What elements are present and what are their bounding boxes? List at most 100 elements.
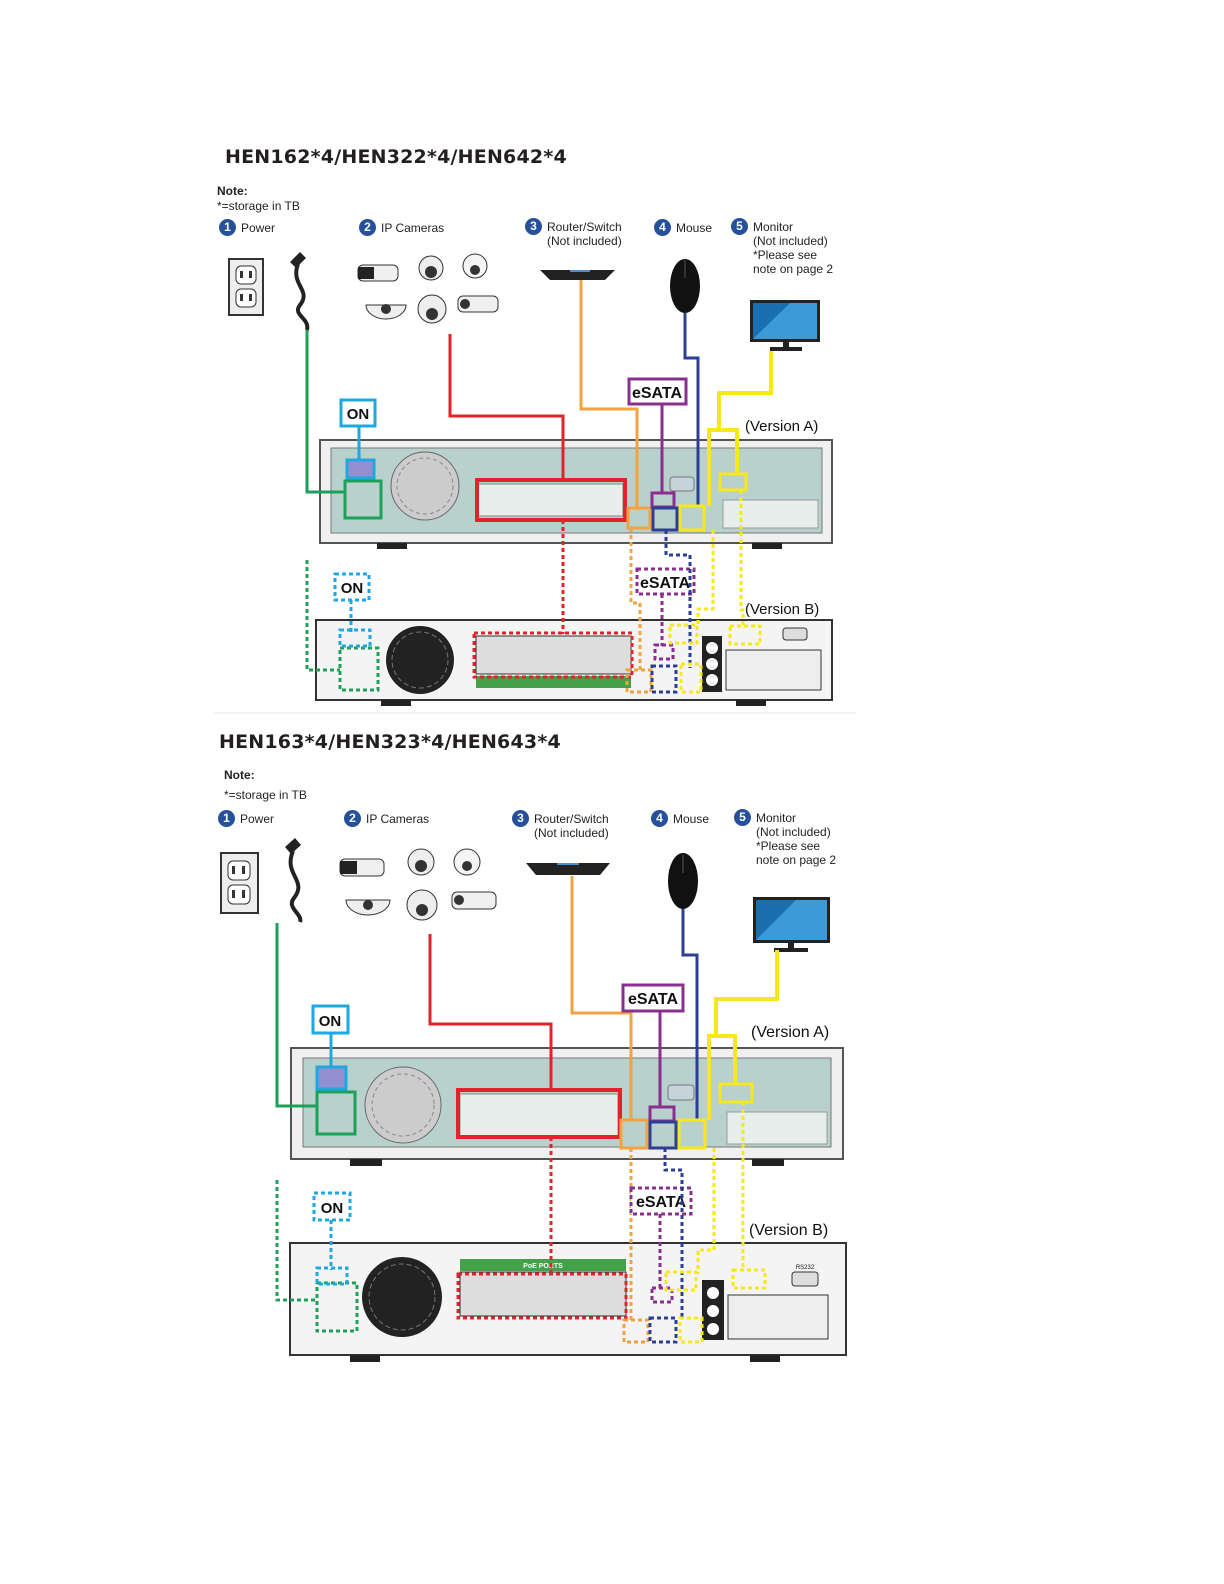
number-badge: 1 xyxy=(219,219,236,236)
monitor-cable-hdmi xyxy=(707,1034,716,1120)
item-ip-cameras: 2 IP Cameras xyxy=(344,810,429,827)
esata-label: eSATA xyxy=(628,991,679,1008)
monitor-icon xyxy=(753,897,830,952)
item-sublabel: *Please see xyxy=(753,248,818,262)
number-badge: 4 xyxy=(654,219,671,236)
on-switch-b xyxy=(315,1266,349,1286)
item-label: Monitor xyxy=(753,220,794,234)
on-label-b: ON xyxy=(321,1200,344,1217)
item-sublabel: (Not included) xyxy=(753,234,828,248)
item-sublabel: *Please see xyxy=(756,839,821,853)
on-label-box-b xyxy=(312,1191,352,1222)
esata-label-box-b xyxy=(635,567,696,596)
number-badge: 3 xyxy=(525,218,542,235)
on-switch-a xyxy=(345,458,376,480)
mouse-icon xyxy=(670,259,700,313)
vga-port-a xyxy=(718,472,748,492)
power-cable xyxy=(305,330,345,494)
power-cord-icon xyxy=(285,838,303,923)
router-port-a xyxy=(626,506,652,530)
item-label: Power xyxy=(240,812,275,826)
camera-ports-b xyxy=(456,1272,628,1320)
router-port-b xyxy=(622,1318,650,1344)
monitor-cable-vga xyxy=(716,1034,737,1085)
on-switch-b xyxy=(338,628,372,648)
version-a-label: (Version A) xyxy=(751,1024,829,1041)
note-text: *=storage in TB xyxy=(224,788,307,802)
item-label: Monitor xyxy=(756,811,797,825)
item-label: Router/Switch xyxy=(534,812,609,826)
router-cable-b xyxy=(629,528,642,670)
item-router-switch: 3 Router/Switch(Not included) xyxy=(525,218,622,248)
page-title: HEN162*4/HEN322*4/HEN642*4 xyxy=(225,146,567,168)
power-port-b xyxy=(338,646,380,692)
number-badge: 3 xyxy=(512,810,529,827)
usb-ports-b xyxy=(648,1316,678,1344)
item-sublabel: note on page 2 xyxy=(756,853,837,867)
power-port-a xyxy=(343,479,383,520)
nvr-version-a xyxy=(290,1047,844,1166)
item-sublabel: (Not included) xyxy=(547,234,622,248)
item-sublabel: note on page 2 xyxy=(753,262,834,276)
monitor-cable-hdmi xyxy=(707,428,719,506)
vga-port-b2 xyxy=(731,1268,767,1290)
on-label: ON xyxy=(319,1013,342,1030)
monitor-cable xyxy=(714,950,779,1036)
version-b-label: (Version B) xyxy=(745,601,819,618)
mouse-cable xyxy=(681,909,699,1120)
mouse-cable xyxy=(683,313,700,506)
mouse-cable-b xyxy=(663,1148,684,1318)
number-badge: 5 xyxy=(731,218,748,235)
nvr-version-b xyxy=(315,619,833,706)
esata-label: eSATA xyxy=(632,385,683,402)
monitor-icon xyxy=(750,300,820,351)
on-label-box xyxy=(339,398,377,428)
monitor-cable-vga xyxy=(719,428,739,474)
hdmi-ports-a xyxy=(678,504,706,532)
hdmi-ports-a xyxy=(677,1118,707,1150)
usb-ports-a xyxy=(648,1120,678,1150)
camera-cable xyxy=(448,334,565,480)
version-b-label: (Version B) xyxy=(749,1222,828,1239)
esata-port-b xyxy=(653,643,675,661)
nvr-version-b: PoE PORTS RS232 xyxy=(289,1242,847,1362)
monitor-cable xyxy=(717,351,773,430)
power-cable-b xyxy=(275,1180,317,1302)
esata-label-box xyxy=(627,377,688,406)
camera-ports-b xyxy=(472,631,634,679)
poe-label: PoE PORTS xyxy=(523,1263,563,1270)
item-label: IP Cameras xyxy=(381,221,445,235)
monitor-cable-b1 xyxy=(696,530,715,625)
camera-ports-a xyxy=(456,1088,622,1139)
number-badge: 2 xyxy=(344,810,361,827)
router-cable xyxy=(579,280,639,510)
router-port-a xyxy=(619,1118,649,1150)
item-sublabel: (Not included) xyxy=(756,825,831,839)
mouse-cable-b xyxy=(664,530,692,668)
on-label-box xyxy=(311,1004,350,1035)
vga-port-b xyxy=(668,623,699,645)
number-badge: 1 xyxy=(218,810,235,827)
monitor-cable-b2 xyxy=(739,490,745,626)
camera-ports-a xyxy=(475,478,627,522)
on-label: ON xyxy=(347,406,370,423)
item-label: Router/Switch xyxy=(547,220,622,234)
on-label-b: ON xyxy=(341,580,364,597)
router-icon xyxy=(540,270,615,280)
item-label: Mouse xyxy=(673,812,710,826)
item-label: IP Cameras xyxy=(366,812,430,826)
vga-port-b2 xyxy=(728,624,762,646)
note-heading: Note: xyxy=(217,184,248,198)
page-title-2: HEN163*4/HEN323*4/HEN643*4 xyxy=(219,731,561,753)
item-power: 1 Power xyxy=(218,810,274,827)
item-router-switch: 3 Router/Switch(Not included) xyxy=(512,810,609,840)
item-sublabel: (Not included) xyxy=(534,826,609,840)
power-cable-b xyxy=(305,560,340,672)
usb-ports-b xyxy=(650,664,678,694)
number-badge: 4 xyxy=(651,810,668,827)
wall-outlet-icon xyxy=(220,852,259,914)
